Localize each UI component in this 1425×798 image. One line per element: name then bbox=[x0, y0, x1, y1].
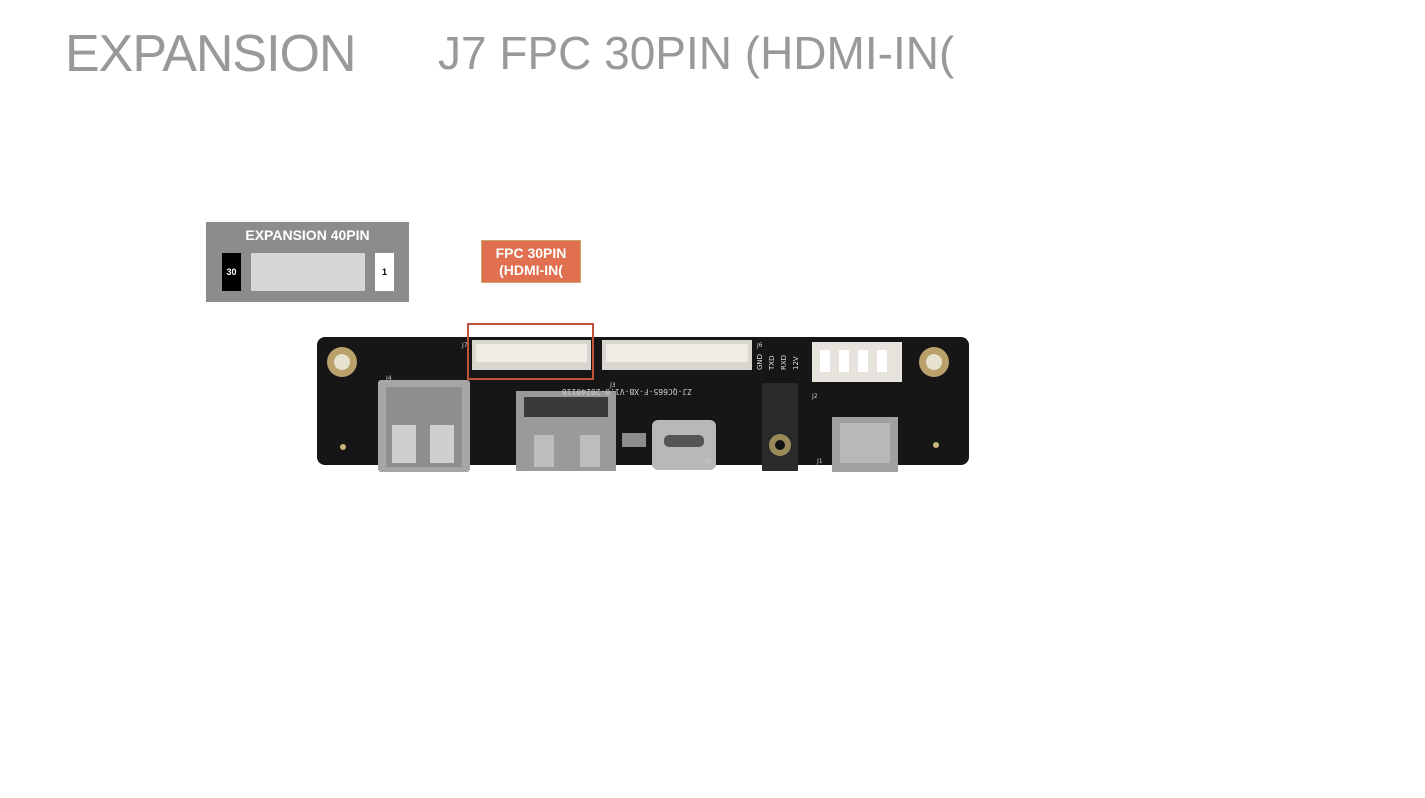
connector-label-j4: J4 bbox=[385, 375, 392, 382]
expansion-board-image: ZJ-QC665-F-XB-V1.0-20240118 GND TXD RXD … bbox=[317, 337, 969, 472]
fpc-callout-label: FPC 30PIN (HDMI-IN( bbox=[481, 240, 581, 283]
connector-label-j7: J7 bbox=[461, 342, 468, 349]
callout-line-1: FPC 30PIN bbox=[495, 244, 567, 261]
pin-label-gnd: GND bbox=[756, 354, 764, 370]
audio-jack bbox=[762, 383, 798, 471]
connector-label-j2: J2 bbox=[811, 393, 818, 400]
board-version-silk: ZJ-QC665-F-XB-V1.0-20240118 bbox=[562, 387, 692, 396]
fpc-connector-j7 bbox=[472, 340, 591, 370]
usb-a-ports bbox=[378, 380, 470, 472]
connector-label-j6: J6 bbox=[756, 342, 763, 349]
connector-label-j3: J3 bbox=[609, 382, 616, 389]
tiny-switch bbox=[622, 433, 646, 447]
dc-power-jack bbox=[832, 417, 898, 472]
legend-pin-last: 1 bbox=[375, 253, 394, 291]
mounting-hole-left bbox=[327, 347, 357, 377]
hdmi-connector bbox=[516, 391, 616, 471]
uart-header-connector bbox=[812, 342, 902, 382]
pin-label-txd: TXD bbox=[768, 356, 776, 371]
page-subtitle: J7 FPC 30PIN (HDMI-IN( bbox=[438, 27, 955, 79]
fpc-connector-j6 bbox=[602, 340, 752, 370]
connector-label-j1: J1 bbox=[816, 458, 823, 465]
pin-legend: EXPANSION 40PIN 30 1 bbox=[206, 222, 409, 302]
callout-line-2: (HDMI-IN( bbox=[499, 261, 563, 278]
legend-connector-body bbox=[251, 253, 365, 291]
legend-pin-first: 30 bbox=[222, 253, 241, 291]
pin-label-rxd: RXD bbox=[780, 355, 788, 370]
connector-label-j5: J5 bbox=[705, 458, 712, 465]
pin-label-12v: 12V bbox=[792, 356, 800, 370]
legend-title: EXPANSION 40PIN bbox=[245, 227, 370, 243]
mounting-hole-right bbox=[919, 347, 949, 377]
page-title: EXPANSION bbox=[65, 25, 357, 83]
usb-c-port bbox=[652, 420, 716, 470]
j7-highlight-box bbox=[467, 323, 594, 380]
